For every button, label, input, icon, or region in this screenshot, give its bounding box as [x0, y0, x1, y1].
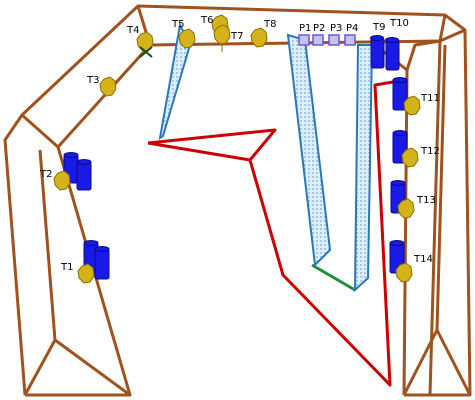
shelf-panel-right	[353, 44, 374, 293]
labels: T1 T2 T3 T4 T5 T6 T7 T8 T9 T10 T11 T12 T…	[39, 15, 440, 273]
target-t2	[53, 170, 71, 191]
target-t6b	[213, 24, 231, 45]
label-t12: T12	[420, 146, 440, 157]
label-p1: P1	[299, 23, 311, 34]
marker-p4	[344, 34, 356, 46]
marker-p1	[298, 34, 310, 46]
target-t14	[395, 262, 413, 283]
label-t5: T5	[171, 19, 184, 30]
label-p3: P3	[330, 23, 342, 34]
shelf-panel-center	[286, 33, 332, 268]
label-t3: T3	[86, 75, 99, 86]
label-t4: T4	[126, 25, 139, 36]
barrel-t11	[392, 77, 408, 111]
right-foot-edge	[435, 44, 447, 331]
label-t7: T7	[230, 31, 243, 42]
label-t8: T8	[263, 19, 276, 30]
right-foot	[402, 328, 472, 397]
p-markers	[298, 34, 356, 46]
label-t9: T9	[372, 22, 385, 33]
target-t5	[178, 28, 196, 49]
left-wall-top-edge	[21, 113, 59, 149]
label-t1: T1	[60, 262, 73, 273]
marker-p2	[312, 34, 324, 46]
targets	[53, 14, 421, 284]
left-foot-edge	[38, 149, 57, 341]
target-t3	[99, 76, 117, 97]
right-wall-top-edge	[439, 28, 466, 43]
corner-edge-right	[438, 14, 447, 42]
barrel-group-t9	[370, 35, 400, 71]
path-red	[147, 78, 406, 387]
target-t11	[403, 95, 421, 116]
right-column	[402, 39, 441, 396]
target-t12	[401, 147, 419, 168]
left-foot	[23, 338, 132, 397]
target-t1	[77, 263, 95, 284]
t4-cross-icon	[139, 46, 153, 58]
path-red-branch	[147, 141, 251, 162]
label-t11: T11	[420, 93, 440, 104]
label-t6: T6	[200, 15, 213, 26]
marker-p3	[328, 34, 340, 46]
label-t2: T2	[39, 169, 52, 180]
robot-path	[147, 78, 406, 387]
label-p2: P2	[313, 23, 325, 34]
label-t14: T14	[413, 254, 433, 265]
target-t13	[397, 198, 415, 219]
wall-structure	[3, 4, 472, 397]
label-t10: T10	[389, 18, 409, 29]
target-t8	[250, 27, 268, 48]
shelf-panels	[158, 21, 374, 293]
path-green	[311, 263, 356, 292]
label-t13: T13	[416, 195, 436, 206]
label-p4: P4	[346, 23, 358, 34]
